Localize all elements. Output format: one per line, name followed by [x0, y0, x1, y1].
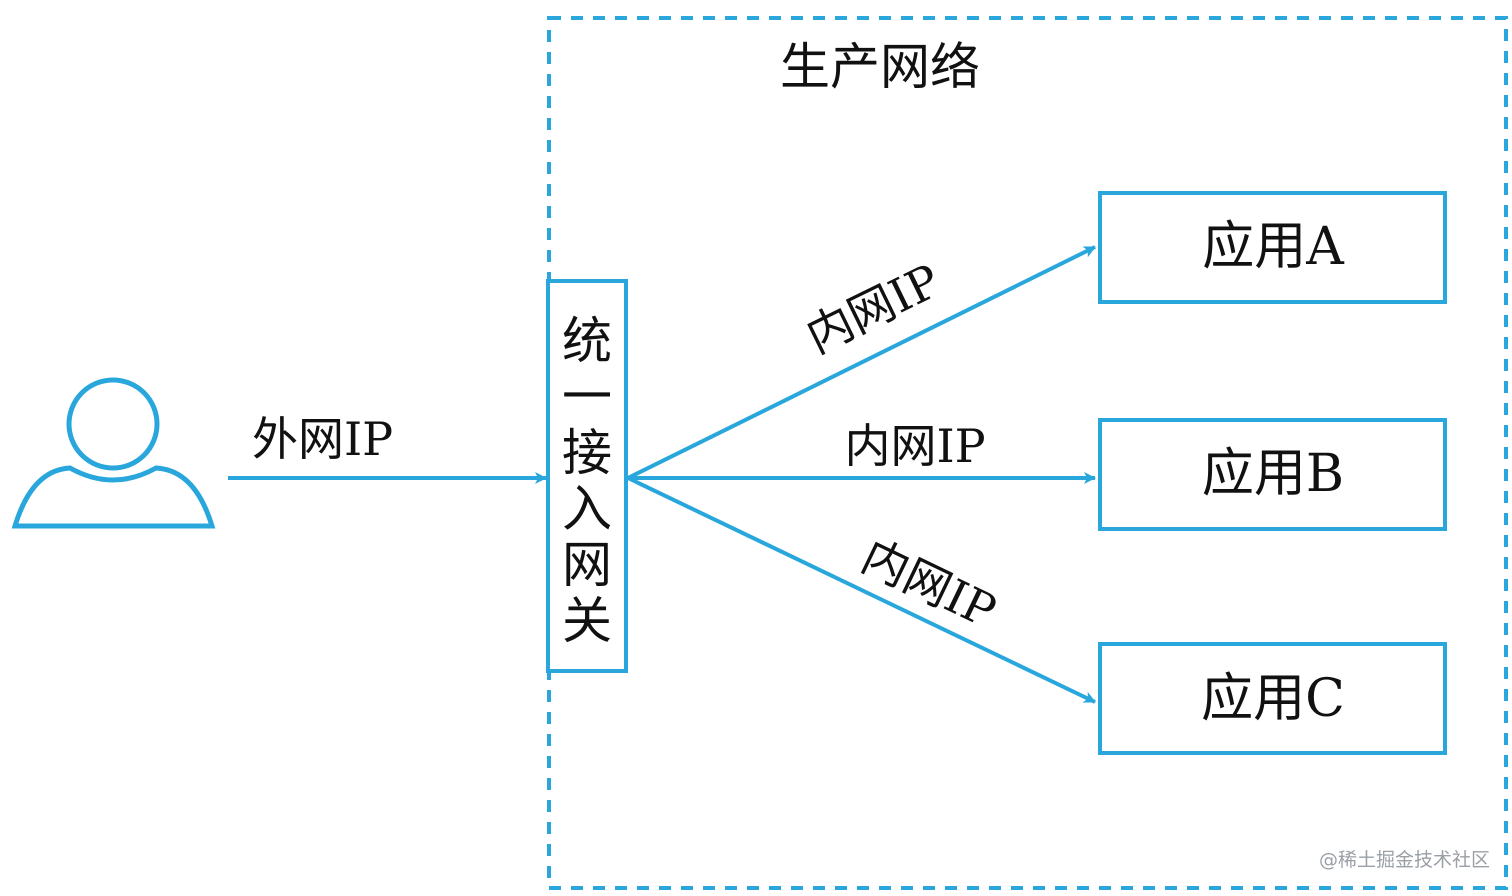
user-icon	[11, 377, 216, 529]
gateway-char-3: 接	[562, 424, 612, 482]
internal-ip-arrow-a	[627, 245, 1096, 480]
gateway-char-5: 网	[562, 536, 612, 594]
app-c-box	[1098, 642, 1447, 755]
external-ip-label: 外网IP	[252, 412, 393, 466]
app-b-box	[1098, 418, 1447, 531]
app-b-label: 应用B	[1202, 444, 1344, 504]
gateway-char-4: 入	[562, 480, 612, 538]
internal-ip-arrow-c	[627, 476, 1096, 704]
app-c-label: 应用C	[1201, 669, 1345, 729]
gateway-char-2: 一	[562, 368, 612, 426]
app-a-box	[1098, 191, 1447, 304]
gateway-char-6: 关	[562, 592, 612, 650]
internal-ip-label-b: 内网IP	[844, 419, 985, 473]
unified-gateway-box	[546, 279, 628, 673]
gateway-char-1: 统	[562, 312, 612, 370]
zone-title: 生产网络	[780, 38, 980, 96]
app-a-label: 应用A	[1202, 217, 1345, 277]
internal-ip-label-a: 内网IP	[798, 253, 949, 363]
watermark: @稀土掘金技术社区	[1319, 849, 1490, 871]
